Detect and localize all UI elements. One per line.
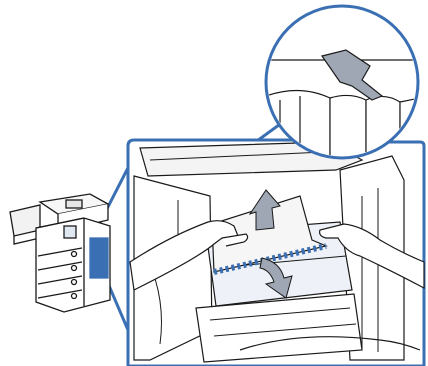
copier-machine-icon [10, 194, 110, 312]
